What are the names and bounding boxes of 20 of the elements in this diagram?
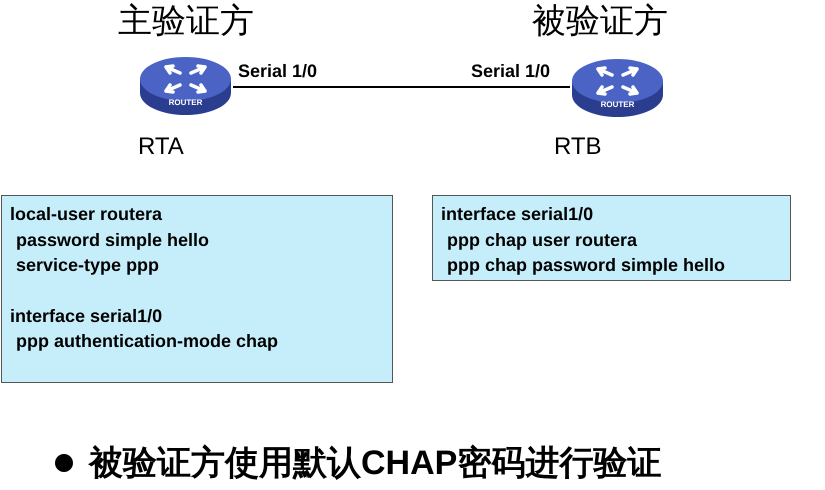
config-line: interface serial1/0 — [10, 304, 162, 328]
router-label: ROUTER — [168, 99, 204, 107]
config-box — [1, 195, 393, 383]
config-line: local-user routera — [10, 203, 162, 226]
config-line: ppp chap user routera — [447, 228, 638, 252]
config-line: ppp authentication-mode chap — [16, 330, 278, 353]
router-label: ROUTER — [600, 101, 636, 109]
config-line: password simple hello — [16, 228, 210, 252]
config-line: ppp chap password simple hello — [447, 254, 726, 277]
router-name: RTB — [554, 132, 602, 162]
config-line: service-type ppp — [16, 254, 160, 277]
role-heading: 被验证方 — [532, 1, 668, 42]
config-line: interface serial1/0 — [441, 203, 594, 226]
note-text: 被验证方使用默认CHAP密码进行验证 — [89, 443, 662, 484]
config-box — [432, 195, 791, 281]
serial-link — [233, 86, 570, 88]
port-label: Serial 1/0 — [238, 60, 318, 82]
port-label: Serial 1/0 — [471, 60, 550, 82]
router-name: RTA — [138, 132, 184, 162]
role-heading: 主验证方 — [118, 1, 254, 42]
